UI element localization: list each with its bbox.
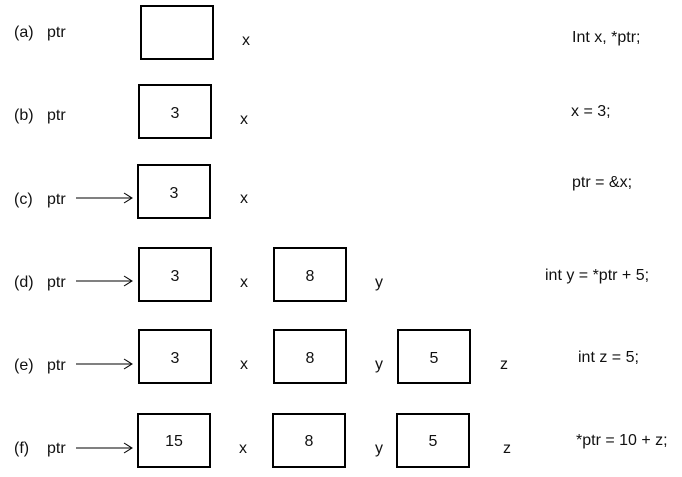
z-box	[397, 329, 471, 384]
x-label: x	[240, 274, 248, 291]
row-a: (a) ptr x Int x, *ptr;	[14, 5, 640, 60]
z-value: 5	[430, 350, 439, 367]
x-box	[137, 413, 211, 468]
row-tag: (a)	[14, 24, 34, 41]
pointer-arrow	[76, 192, 133, 204]
code-statement: int z = 5;	[578, 349, 639, 366]
x-value: 3	[171, 268, 180, 285]
y-value: 8	[306, 268, 315, 285]
y-value: 8	[305, 433, 314, 450]
y-box	[273, 329, 347, 384]
code-statement: *ptr = 10 + z;	[576, 432, 668, 449]
ptr-label: ptr	[47, 357, 66, 374]
pointer-arrow	[76, 442, 133, 454]
ptr-label: ptr	[47, 440, 66, 457]
x-box	[138, 247, 212, 302]
x-value: 3	[170, 185, 179, 202]
x-label: x	[242, 32, 250, 49]
row-tag: (b)	[14, 107, 34, 124]
y-value: 8	[306, 350, 315, 367]
x-box	[138, 329, 212, 384]
y-box	[272, 413, 346, 468]
code-statement: x = 3;	[571, 103, 611, 120]
code-statement: int y = *ptr + 5;	[545, 267, 649, 284]
row-tag: (e)	[14, 357, 34, 374]
z-label: z	[500, 356, 508, 373]
pointer-arrow	[76, 275, 133, 287]
x-label: x	[240, 190, 248, 207]
x-value: 3	[171, 350, 180, 367]
row-tag: (c)	[14, 191, 33, 208]
x-label: x	[240, 356, 248, 373]
y-label: y	[375, 440, 383, 457]
ptr-label: ptr	[47, 191, 66, 208]
y-label: y	[375, 274, 383, 291]
x-box	[137, 164, 211, 219]
row-e: (e) ptr 3 x 8 y 5 z int z = 5;	[14, 329, 639, 384]
row-b: (b) ptr 3 x x = 3;	[14, 84, 611, 139]
row-d: (d) ptr 3 x 8 y int y = *ptr + 5;	[14, 247, 649, 302]
row-tag: (f)	[14, 440, 29, 457]
x-value: 3	[171, 105, 180, 122]
x-box	[140, 5, 214, 60]
ptr-label: ptr	[47, 274, 66, 291]
y-label: y	[375, 356, 383, 373]
z-box	[396, 413, 470, 468]
pointer-arrow	[76, 358, 133, 370]
row-tag: (d)	[14, 274, 34, 291]
x-label: x	[239, 440, 247, 457]
ptr-label: ptr	[47, 24, 66, 41]
row-f: (f) ptr 15 x 8 y 5 z *ptr = 10 + z;	[14, 413, 668, 468]
z-value: 5	[429, 433, 438, 450]
z-label: z	[503, 440, 511, 457]
x-value: 15	[165, 433, 183, 450]
ptr-label: ptr	[47, 107, 66, 124]
x-label: x	[240, 111, 248, 128]
code-statement: ptr = &x;	[572, 174, 632, 191]
y-box	[273, 247, 347, 302]
x-box	[138, 84, 212, 139]
row-c: (c) ptr 3 x ptr = &x;	[14, 164, 632, 219]
code-statement: Int x, *ptr;	[572, 29, 640, 46]
